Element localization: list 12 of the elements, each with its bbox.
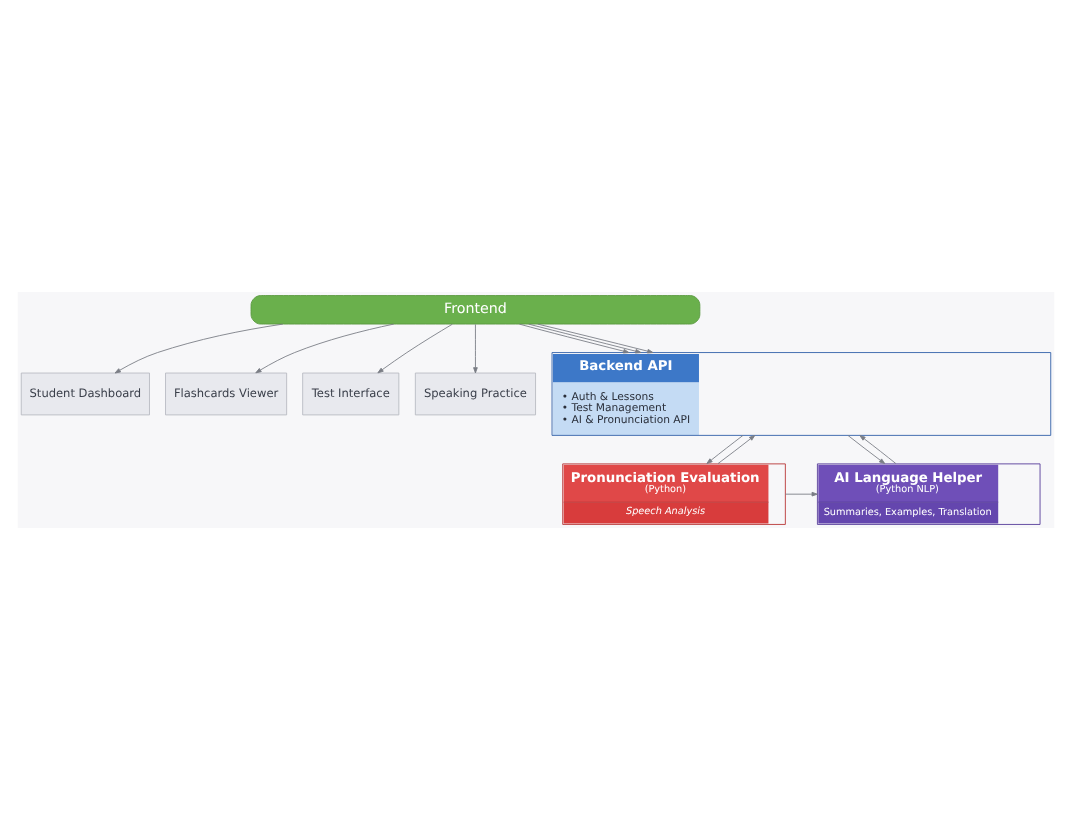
- arrow: [706, 435, 744, 465]
- arrow: [859, 435, 897, 465]
- arrow: [785, 491, 818, 497]
- arrow: [847, 435, 886, 465]
- arrow: [473, 323, 478, 374]
- arrow: [717, 435, 756, 465]
- arrow: [537, 323, 654, 354]
- arrow: [377, 323, 453, 374]
- arrow: [518, 323, 630, 354]
- arrow: [255, 323, 395, 374]
- arrow: [528, 323, 642, 354]
- arrow: [114, 323, 284, 374]
